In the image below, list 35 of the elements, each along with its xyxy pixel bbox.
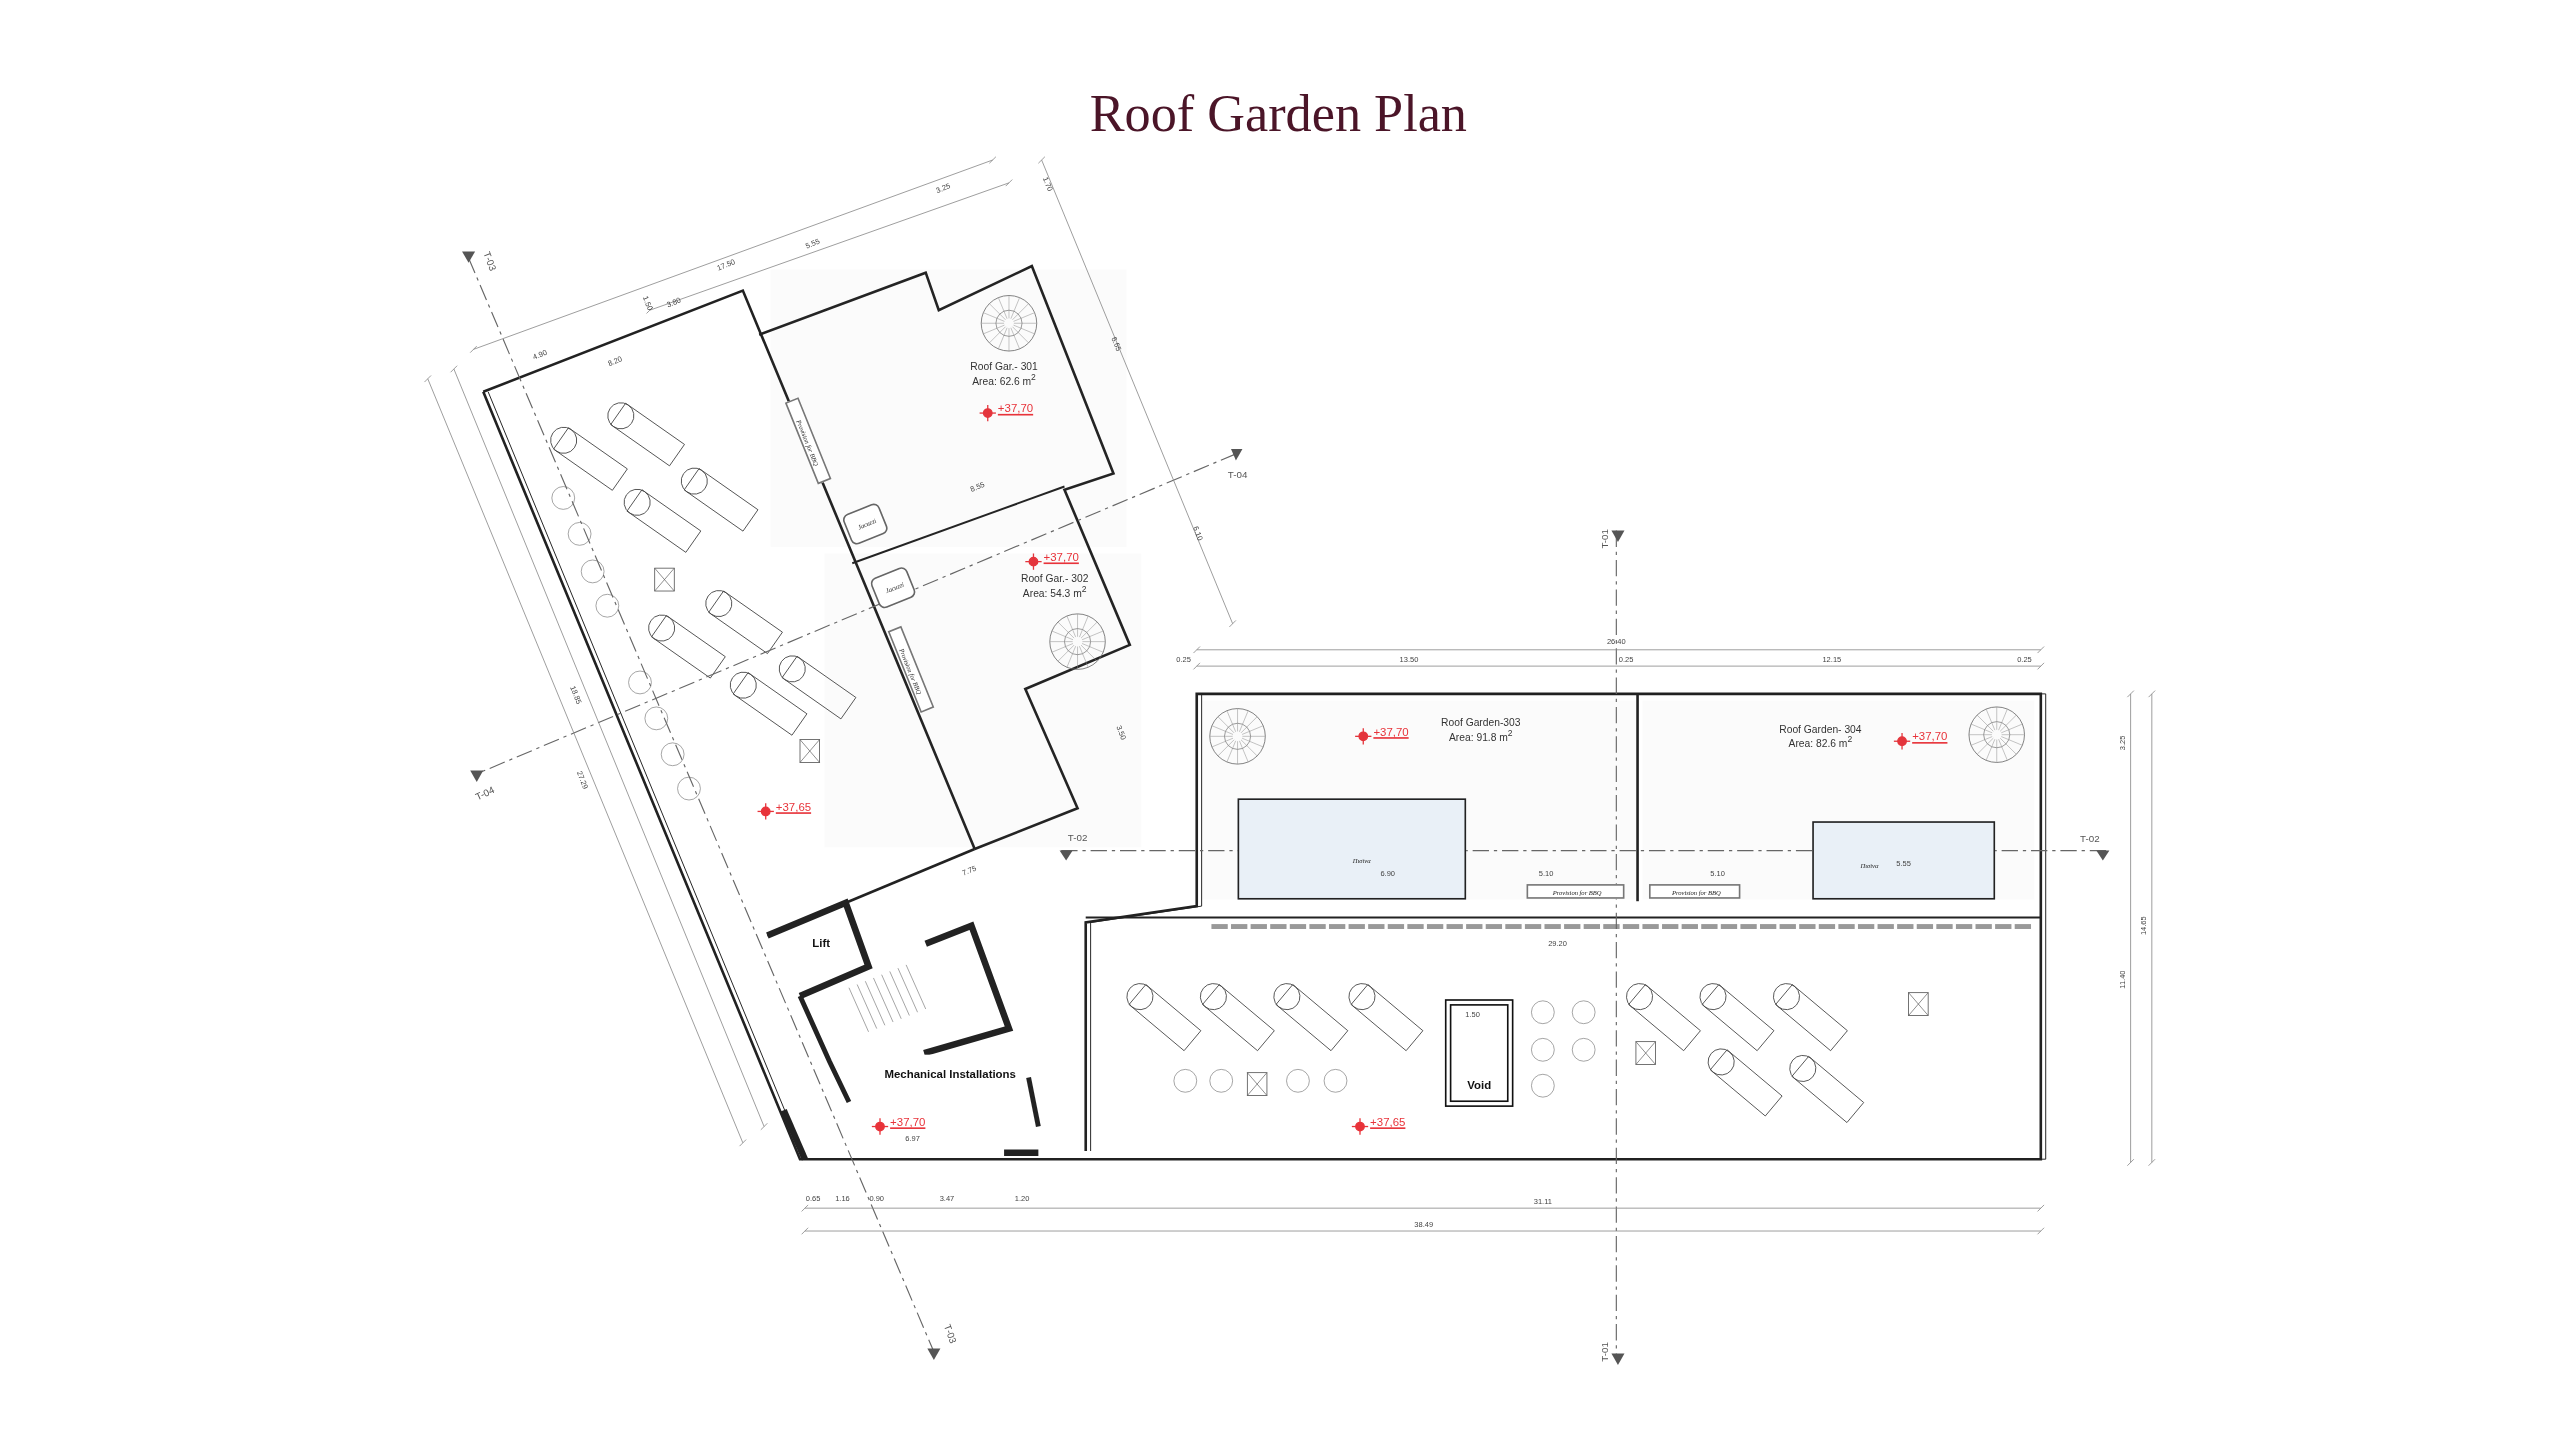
level-label: +37,65	[1370, 1115, 1406, 1128]
level-label: +37,70	[1912, 730, 1948, 743]
room-name: Roof Gar.- 301	[970, 360, 1038, 373]
room-area	[824, 553, 1142, 848]
room-name: Mechanical Installations	[884, 1068, 1016, 1081]
room-name: Roof Gar.- 302	[1020, 572, 1089, 585]
area-label: Area: 82.6 m$^{2}$	[1788, 734, 1853, 750]
room-name: Void	[1467, 1079, 1492, 1092]
level-label: +37,70	[997, 402, 1034, 414]
section-label: T-03	[481, 250, 498, 273]
section-label: T-04	[473, 784, 496, 803]
pool	[1812, 821, 1996, 900]
section-label: T-02	[2080, 834, 2100, 845]
room-name: Roof Garden- 304	[1779, 722, 1862, 735]
pool	[1237, 798, 1467, 900]
section-label: T-01	[1600, 1342, 1610, 1362]
section-label: T-04	[1227, 470, 1248, 480]
section-label: T-01	[1600, 528, 1610, 549]
room-area	[1201, 700, 1636, 900]
level-label: +37,65	[775, 800, 812, 813]
room-name: Lift	[812, 937, 831, 950]
room-area	[770, 269, 1127, 547]
level-label: +37,70	[890, 1115, 926, 1128]
bbq-area	[1526, 884, 1625, 899]
level-label: +37,70	[1373, 725, 1409, 738]
bbq-area	[1649, 884, 1741, 899]
section-label: T-03	[942, 1323, 959, 1345]
room-area	[1642, 700, 2035, 900]
area-label: Area: 54.3 m$^{2}$	[1022, 584, 1087, 600]
room-name: Roof Garden-303	[1441, 716, 1521, 729]
area-label: Area: 91.8 m$^{2}$	[1449, 728, 1513, 744]
level-label: +37,70	[1043, 551, 1079, 563]
area-label: Area: 62.6 m$^{2}$	[972, 372, 1036, 388]
title: Roof Garden Plan	[1089, 84, 1467, 145]
section-label: T-02	[1067, 832, 1088, 843]
